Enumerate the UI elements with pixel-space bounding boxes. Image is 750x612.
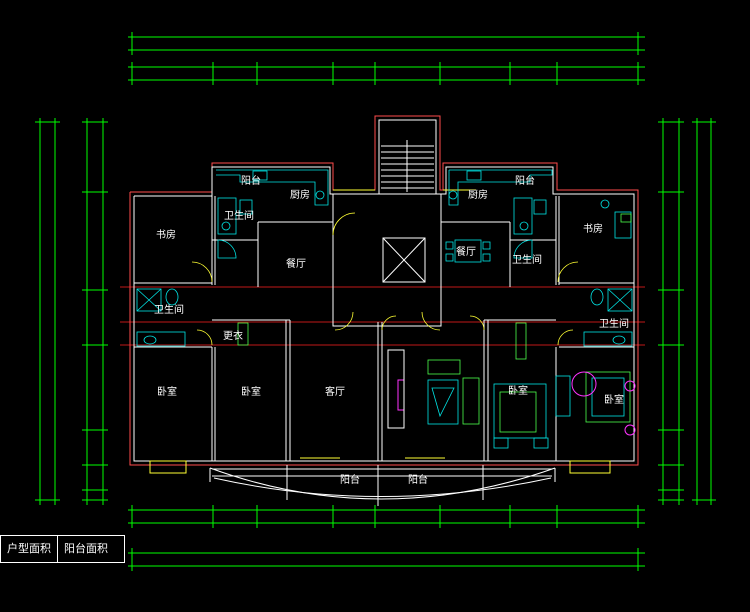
room-label-bath-top-right: 卫生间 bbox=[512, 253, 542, 266]
dimension-lines bbox=[35, 32, 716, 571]
room-label-kitchen-right: 厨房 bbox=[468, 188, 488, 201]
room-label-bedroom-1: 卧室 bbox=[157, 385, 177, 398]
room-label-bath-left: 卫生间 bbox=[154, 303, 184, 316]
door-swings bbox=[191, 212, 579, 346]
legend-balcony-area: 阳台面积 bbox=[57, 536, 124, 562]
room-label-study-left: 书房 bbox=[156, 228, 176, 241]
room-label-balcony-top-right: 阳台 bbox=[515, 174, 535, 187]
walls bbox=[129, 115, 639, 506]
room-label-bedroom-2: 卧室 bbox=[241, 385, 261, 398]
legend-unit-area: 户型面积 bbox=[0, 536, 57, 562]
room-label-dressing: 更衣 bbox=[223, 329, 243, 342]
room-label-balcony-bottom-left: 阳台 bbox=[340, 473, 360, 486]
area-legend-table: 户型面积 阳台面积 bbox=[0, 535, 125, 563]
room-label-study-right: 书房 bbox=[583, 222, 603, 235]
room-label-living: 客厅 bbox=[325, 385, 345, 398]
room-labels: 书房 厨房 阳台 卫生间 餐厅 卫生间 更衣 卧室 卧室 客厅 阳台 阳台 厨房… bbox=[154, 174, 629, 486]
room-label-kitchen-left: 厨房 bbox=[290, 188, 310, 201]
room-label-bath-top-left: 卫生间 bbox=[224, 209, 254, 222]
room-label-balcony-bottom-right: 阳台 bbox=[408, 473, 428, 486]
room-label-dining-left: 餐厅 bbox=[286, 257, 306, 270]
room-label-dining-right: 餐厅 bbox=[456, 245, 476, 258]
room-label-bedroom-4: 卧室 bbox=[604, 393, 624, 406]
room-label-balcony-top-left: 阳台 bbox=[241, 174, 261, 187]
room-label-bath-right: 卫生间 bbox=[599, 317, 629, 330]
room-label-bedroom-3: 卧室 bbox=[508, 384, 528, 397]
fixtures bbox=[136, 169, 636, 449]
